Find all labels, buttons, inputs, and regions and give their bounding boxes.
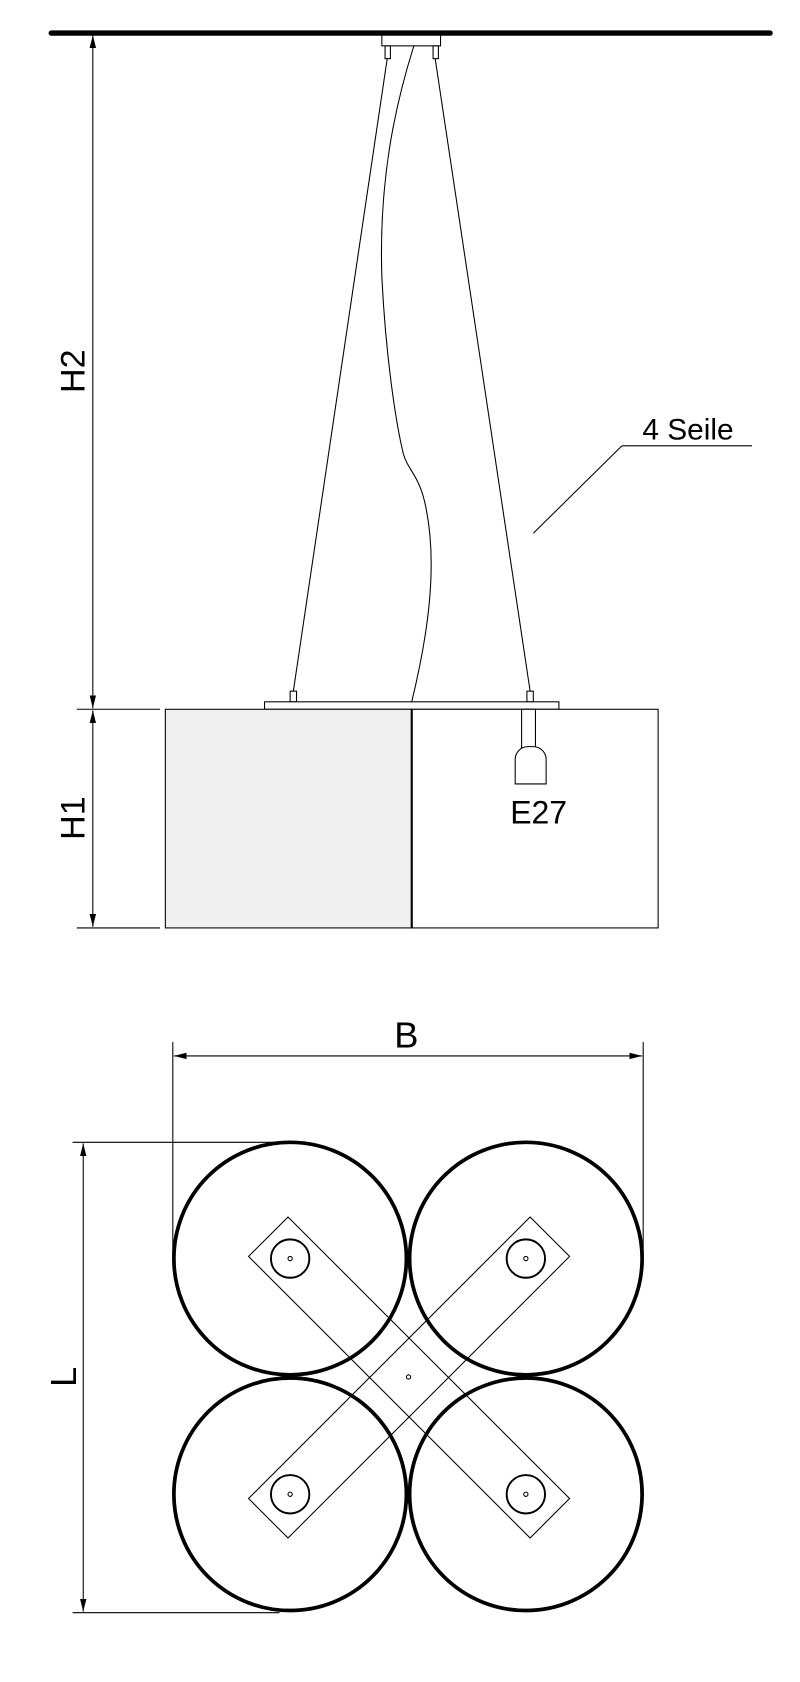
socket-dot-bottom-right (523, 1491, 529, 1497)
cable-left (292, 58, 388, 692)
socket-label: E27 (510, 794, 567, 830)
shade-circle-top-left (172, 1140, 409, 1377)
socket-circle-bottom-left (269, 1474, 311, 1515)
cable-pin-right (526, 690, 534, 703)
shade-circle-bottom-left (172, 1376, 409, 1613)
h1-label: H1 (54, 796, 92, 840)
h2-label: H2 (54, 349, 92, 393)
canopy-pin-left (384, 45, 391, 60)
cables-label: 4 Seile (642, 413, 733, 446)
center-dot (405, 1374, 412, 1380)
cable-pin-left (289, 690, 298, 703)
socket-dot-top-left (287, 1255, 293, 1262)
socket-circle-top-right (505, 1238, 547, 1279)
shade-left-half (164, 708, 413, 929)
cross-bar-2 (247, 1216, 571, 1539)
shade-circle-top-right (407, 1140, 644, 1377)
socket-dot-top-right (523, 1255, 529, 1262)
canopy-pin-right (432, 45, 439, 60)
side-view: E27 H2 H1 4 Seile (48, 30, 773, 929)
socket-stem (521, 708, 536, 749)
top-view: B L (43, 1014, 644, 1614)
l-label: L (43, 1367, 84, 1387)
cable-right (434, 58, 531, 692)
socket-circle-top-left (269, 1238, 311, 1279)
cross-bar-1 (247, 1216, 571, 1539)
socket-circle-bottom-right (505, 1474, 547, 1515)
ceiling-canopy (381, 34, 442, 47)
socket-icon (514, 746, 547, 785)
b-label: B (394, 1014, 418, 1055)
socket-dot-bottom-left (287, 1491, 293, 1497)
cables-leader-line (532, 445, 623, 534)
power-cord (380, 45, 432, 702)
mounting-plate (264, 701, 560, 710)
shade-circle-bottom-right (407, 1376, 644, 1613)
